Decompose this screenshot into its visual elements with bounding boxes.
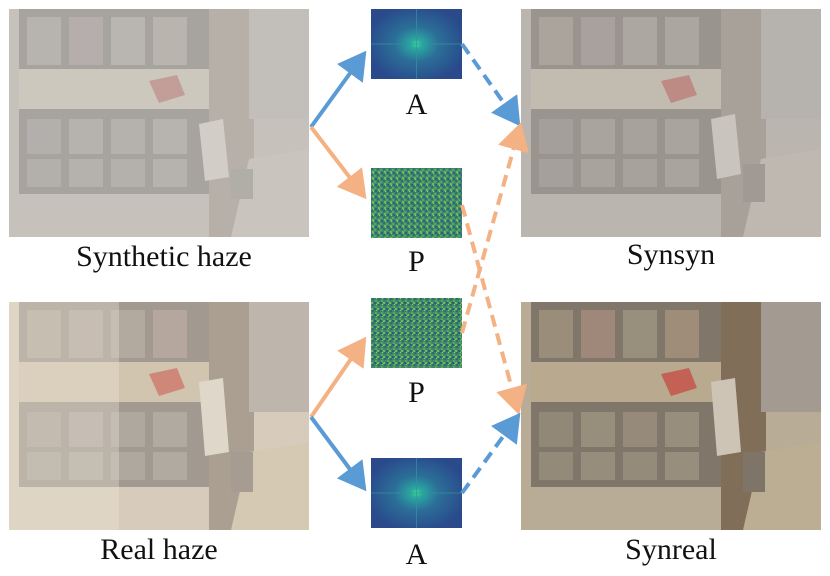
amplitude-map-top <box>371 9 462 79</box>
solid-arrow-icon <box>309 336 367 419</box>
synthetic-haze-image <box>9 9 309 237</box>
synthetic-haze-label: Synthetic haze <box>76 240 252 273</box>
solid-arrow-icon <box>309 415 367 492</box>
phase-label-bottom: P <box>408 376 425 409</box>
dashed-arrow-icon <box>460 412 521 495</box>
dashed-arrow-icon <box>460 42 521 127</box>
solid-arrow-icon <box>309 125 367 200</box>
amplitude-spectrum-bottom <box>371 458 462 528</box>
phase-spectrum-bottom <box>371 298 462 368</box>
amplitude-spectrum-top <box>371 9 462 79</box>
amplitude-map-bottom <box>371 458 462 528</box>
real-haze-label: Real haze <box>100 533 218 566</box>
synreal-label: Synreal <box>625 533 717 566</box>
real-haze-scene <box>9 302 309 530</box>
dashed-arrow-icon <box>460 204 528 415</box>
phase-map-bottom <box>371 298 462 368</box>
phase-map-top <box>371 168 462 238</box>
dashed-arrow-icon <box>460 122 529 334</box>
amplitude-label-bottom: A <box>405 538 428 571</box>
synreal-image <box>521 302 821 530</box>
phase-label-top: P <box>408 245 425 278</box>
phase-spectrum-top <box>371 168 462 238</box>
solid-arrow-icon <box>309 50 367 129</box>
synsyn-image <box>521 9 821 237</box>
synthetic-haze-scene <box>9 9 309 237</box>
amplitude-label-top: A <box>405 88 428 121</box>
real-haze-image <box>9 302 309 530</box>
synreal-scene <box>521 302 821 530</box>
synsyn-scene <box>521 9 821 237</box>
synsyn-label: Synsyn <box>626 238 716 271</box>
